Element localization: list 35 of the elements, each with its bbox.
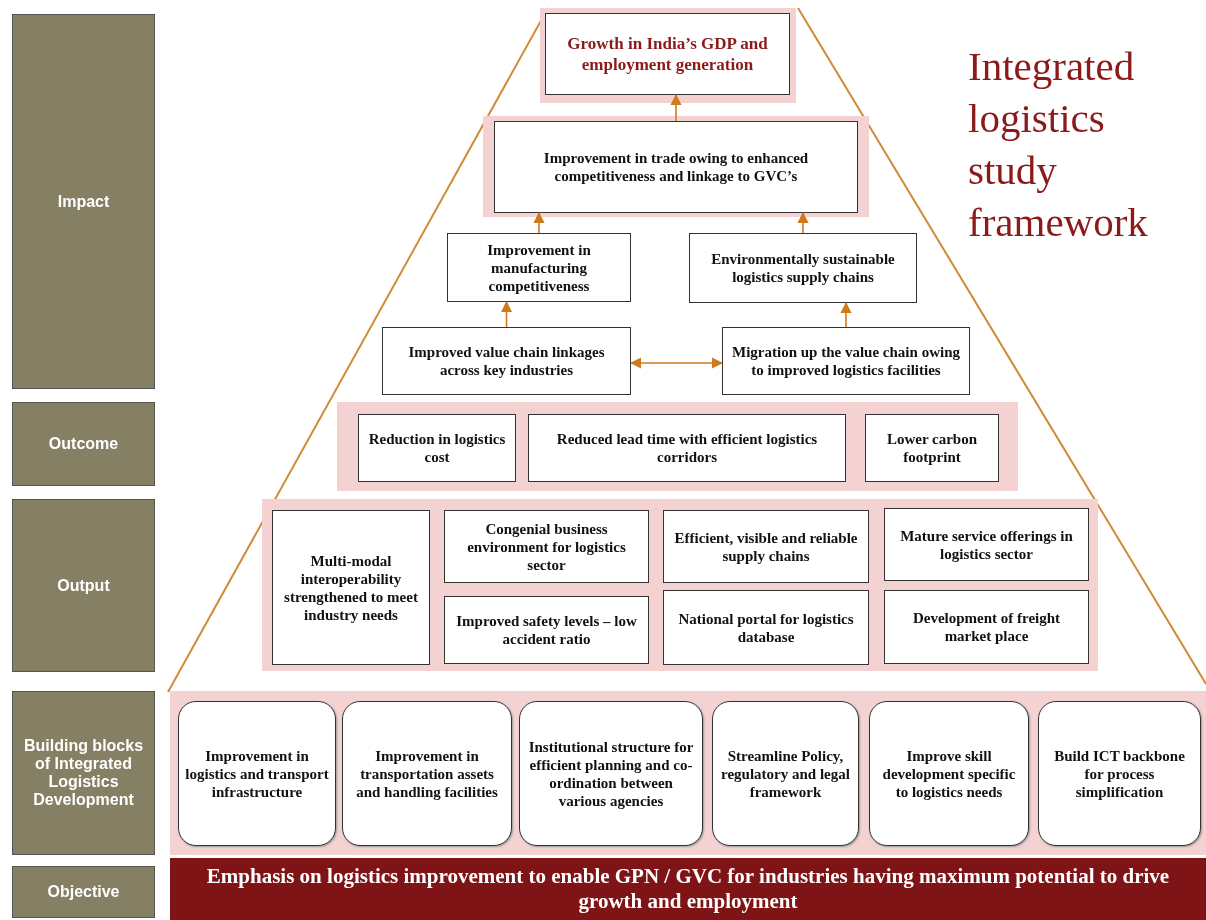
arrow [629,357,724,369]
framework-box: Improvement in logistics and transport infrastructure [178,701,336,846]
framework-box: Improved safety levels – low accident ratio [444,596,649,664]
objective-banner: Emphasis on logistics improvement to enable GPN / GVC for industries having maximum potential to drive growth and employment [170,858,1206,920]
framework-box: Environmentally sustainable logistics supply chains [689,233,917,303]
framework-box: Improve skill development specific to logistics needs [869,701,1029,846]
diagram-title: Integrated logistics study framework [968,42,1149,247]
tier-label: Impact [12,14,155,389]
framework-box: Congenial business environment for logistics sector [444,510,649,583]
framework-box: Mature service offerings in logistics sector [884,508,1089,581]
arrow [500,300,513,328]
arrow [670,93,682,122]
framework-box: Multi-modal interoperability strengthened to meet industry needs [272,510,430,665]
framework-box: Reduced lead time with efficient logistics corridors [528,414,846,482]
tier-label: Objective [12,866,155,918]
framework-box: Efficient, visible and reliable supply chains [663,510,869,583]
framework-box: Improvement in manufacturing competitiveness [447,233,631,302]
framework-box: Build ICT backbone for process simplification [1038,701,1201,846]
framework-box: Development of freight market place [884,590,1089,664]
framework-box: Improved value chain linkages across key industries [382,327,631,395]
framework-box: Migration up the value chain owing to improved logistics facilities [722,327,970,395]
framework-box: Growth in India’s GDP and employment generation [545,13,790,95]
tier-label: Output [12,499,155,672]
framework-box: Improvement in trade owing to enhanced competitiveness and linkage to GVC’s [494,121,858,213]
framework-box: Institutional structure for efficient planning and co-ordination between various agencies [519,701,703,846]
arrow [797,211,809,234]
framework-box: Lower carbon footprint [865,414,999,482]
arrow [840,301,852,328]
framework-box: Reduction in logistics cost [358,414,516,482]
tier-label: Building blocks of Integrated Logistics Development [12,691,155,855]
framework-box: National portal for logistics database [663,590,869,665]
tier-label: Outcome [12,402,155,486]
framework-box: Improvement in transportation assets and handling facilities [342,701,512,846]
arrow [533,211,545,234]
framework-box: Streamline Policy, regulatory and legal framework [712,701,859,846]
